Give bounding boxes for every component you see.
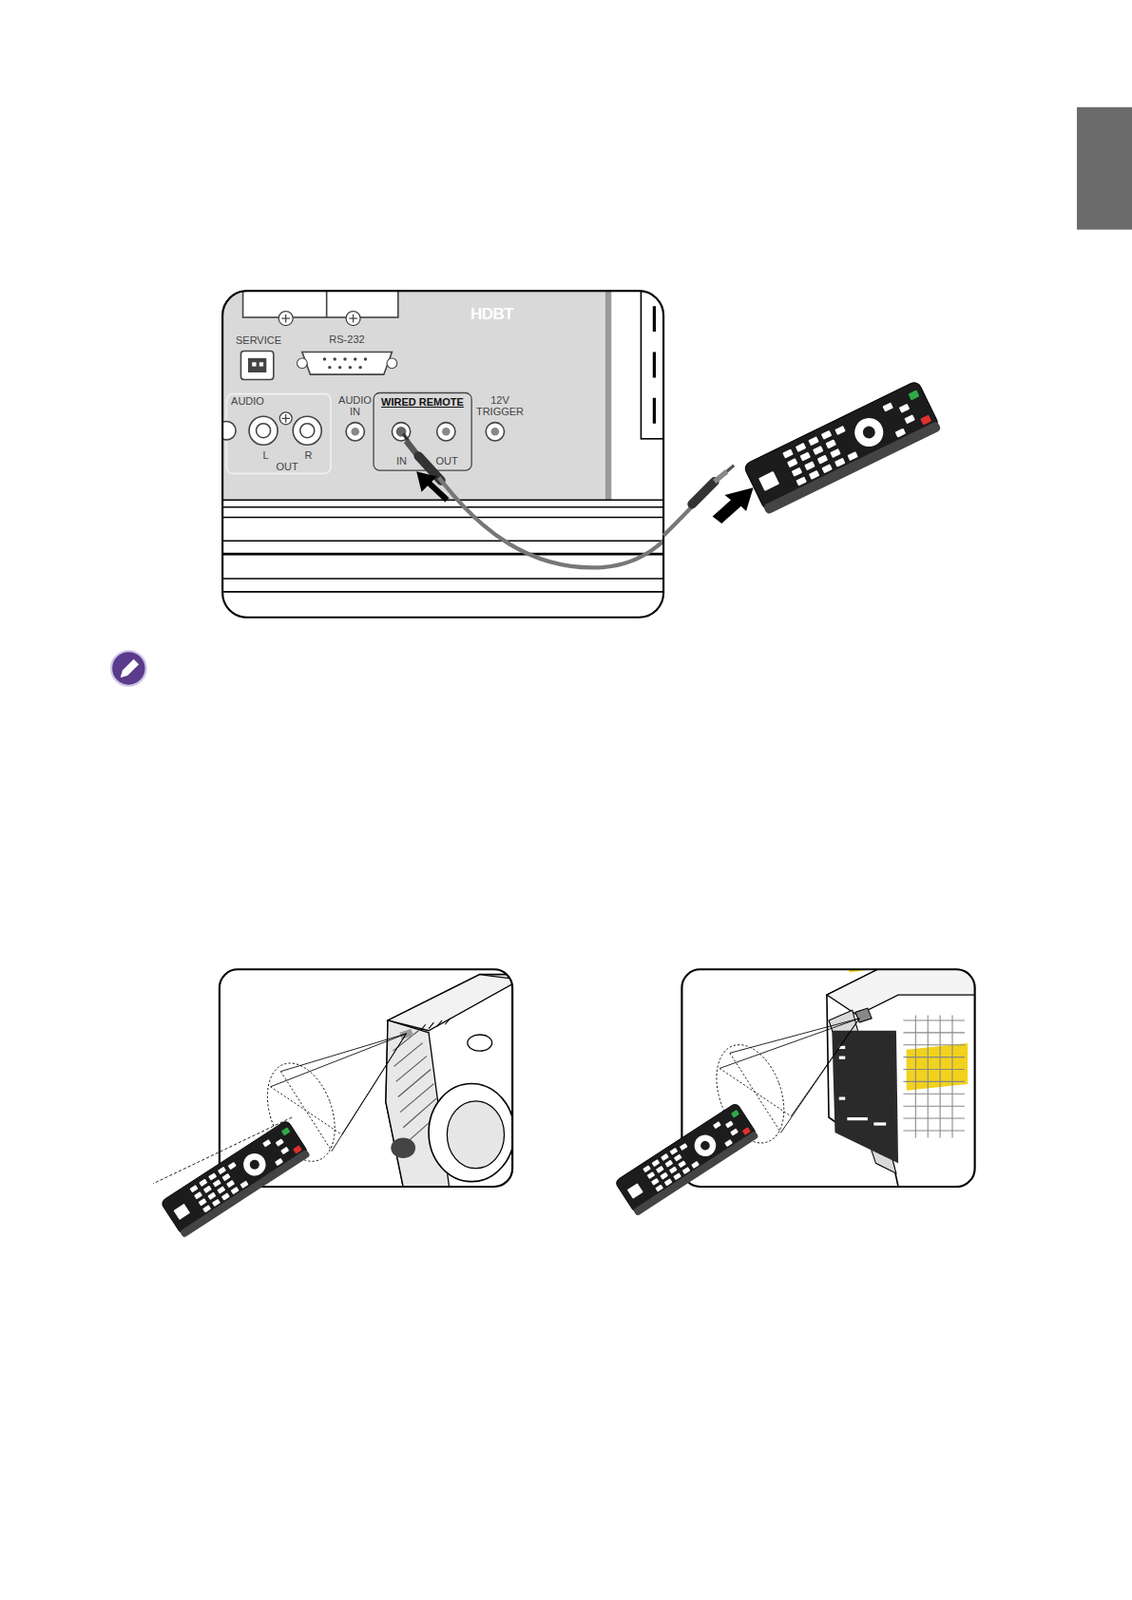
port-label: AUDIO — [225, 395, 270, 407]
port-label: RS-232 — [316, 333, 378, 346]
port-group-label: WIRED REMOTE — [375, 396, 470, 408]
chapter-tab — [1076, 107, 1132, 231]
brand-logo: HDBT — [445, 306, 538, 324]
port-label: OUT — [271, 460, 303, 473]
port-label: 12V TRIGGER — [473, 394, 527, 418]
port-label: OUT — [432, 455, 461, 467]
remote-cable-end — [663, 380, 942, 537]
port-label: AUDIO IN — [337, 394, 373, 418]
connector-panel-view — [222, 290, 664, 618]
remote-control — [614, 1102, 760, 1217]
channel-label: R — [302, 449, 315, 461]
remote-control — [160, 1119, 311, 1239]
panel-frame — [222, 290, 664, 618]
note-icon — [111, 651, 147, 687]
port-label: IN — [391, 455, 412, 467]
channel-label: L — [259, 449, 272, 461]
port-label: SERVICE — [228, 334, 289, 346]
